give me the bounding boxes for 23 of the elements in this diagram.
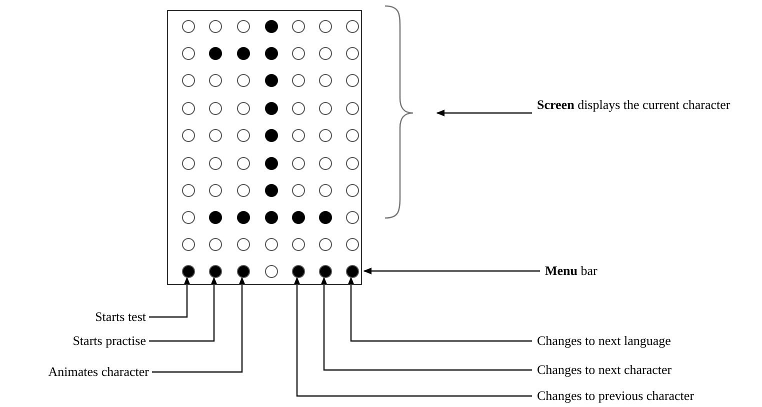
leader-arrow bbox=[152, 276, 246, 373]
menu-button bbox=[182, 264, 194, 278]
leader-arrow bbox=[348, 276, 532, 342]
callout-text: Starts test bbox=[94, 308, 146, 326]
callout-text: Changes to next language bbox=[537, 332, 672, 350]
callout-text: Changes to previous character bbox=[537, 387, 696, 405]
callout-text: Menu bar bbox=[545, 262, 598, 280]
leader-arrow bbox=[363, 268, 540, 274]
menu-button bbox=[208, 264, 222, 278]
leader-arrow bbox=[149, 276, 190, 318]
menu-button bbox=[236, 264, 250, 278]
callout-text: Screen displays the current character bbox=[537, 96, 732, 114]
leader-arrow bbox=[149, 276, 218, 342]
device-frame bbox=[167, 10, 362, 285]
menu-button bbox=[318, 264, 332, 278]
menu-button bbox=[346, 264, 358, 278]
callout-text: Changes to next character bbox=[537, 361, 673, 379]
leader-arrow bbox=[436, 110, 532, 116]
leader-arrow bbox=[320, 276, 532, 371]
callout-text: Animates character bbox=[47, 363, 149, 381]
callout-text: Starts practise bbox=[72, 332, 146, 350]
menu-button bbox=[292, 264, 304, 278]
leader-arrow bbox=[294, 276, 532, 397]
